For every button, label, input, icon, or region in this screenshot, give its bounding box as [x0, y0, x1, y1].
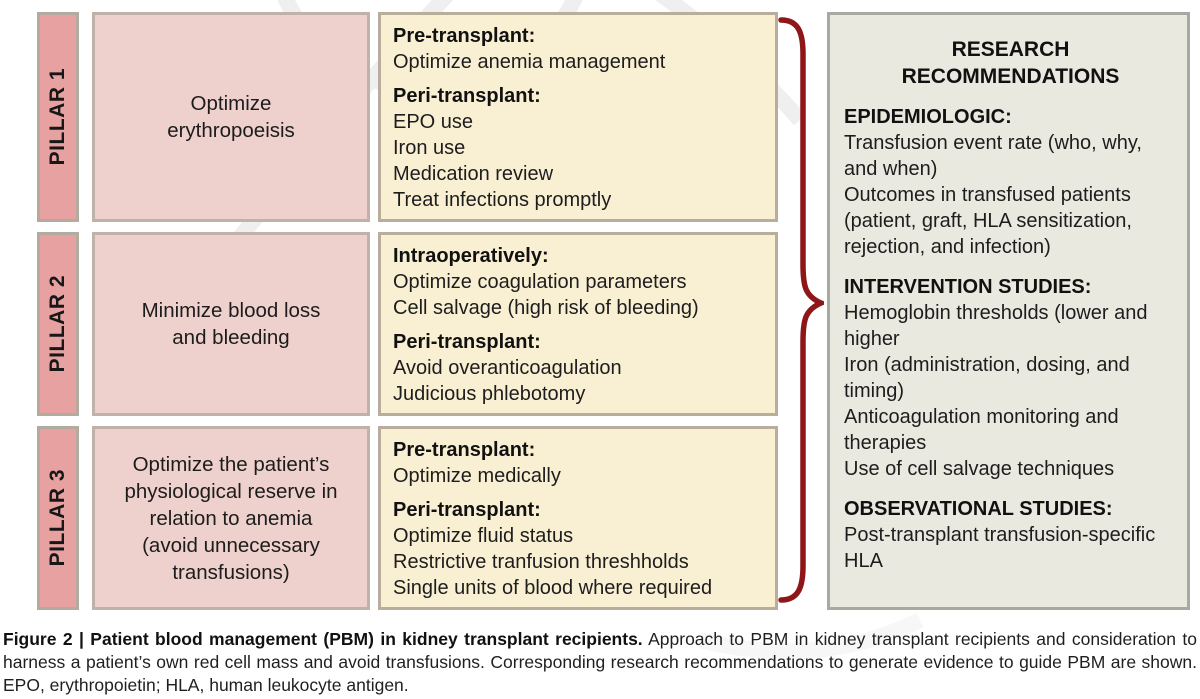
research-section-heading: OBSERVATIONAL STUDIES:	[844, 498, 1113, 520]
detail-group: Pre-transplant: Optimize medically	[393, 437, 763, 489]
detail-heading: Peri-transplant:	[393, 85, 541, 107]
detail-item: Optimize medically	[393, 465, 561, 487]
research-section-heading: INTERVENTION STUDIES:	[844, 276, 1092, 298]
research-section-heading: EPIDEMIOLOGIC:	[844, 106, 1012, 128]
research-item: Hemoglobin thresholds (lower and higher	[844, 302, 1148, 350]
research-section-observational: OBSERVATIONAL STUDIES: Post-transplant t…	[844, 496, 1177, 574]
curly-brace-icon	[778, 17, 824, 603]
figure-caption-text: Approach to PBM in kidney transplant rec…	[3, 629, 1197, 695]
detail-item: EPO use	[393, 111, 474, 133]
research-item: Outcomes in transfused patients (patient…	[844, 184, 1132, 258]
research-section-epidemiologic: EPIDEMIOLOGIC: Transfusion event rate (w…	[844, 104, 1177, 260]
detail-item: Cell salvage (high risk of bleeding)	[393, 297, 699, 319]
pillar-1-description: Optimize erythropoeisis	[167, 92, 295, 142]
pillar-2-label: PILLAR 2	[37, 232, 79, 416]
detail-item: Iron use	[393, 137, 466, 159]
pillar-1-label-text: PILLAR 1	[46, 68, 69, 166]
research-title: RESEARCH RECOMMENDATIONS	[901, 38, 1120, 88]
detail-group: Peri-transplant: EPO use Iron use Medica…	[393, 83, 763, 213]
pillar-2-detail-box: Intraoperatively: Optimize coagulation p…	[378, 232, 778, 416]
detail-item: Single units of blood where required	[393, 577, 713, 599]
pillar-2-label-text: PILLAR 2	[46, 275, 69, 373]
detail-item: Optimize fluid status	[393, 525, 574, 547]
pillar-2-description-box: Minimize blood loss and bleeding	[92, 232, 370, 416]
detail-heading: Pre-transplant:	[393, 439, 536, 461]
research-item: Post-transplant transfusion-specific HLA	[844, 524, 1156, 572]
pillar-3-description: Optimize the patient’s physiological res…	[124, 452, 338, 584]
research-item: Use of cell salvage techniques	[844, 458, 1115, 480]
detail-heading: Peri-transplant:	[393, 499, 541, 521]
detail-heading: Intraoperatively:	[393, 245, 549, 267]
detail-item: Optimize coagulation parameters	[393, 271, 687, 293]
research-item: Iron (administration, dosing, and timing…	[844, 354, 1130, 402]
figure-caption-title: Figure 2 | Patient blood management (PBM…	[3, 629, 643, 649]
detail-item: Restrictive tranfusion threshholds	[393, 551, 689, 573]
research-item: Anticoagulation monitoring and therapies	[844, 406, 1119, 454]
pillar-3-detail-box: Pre-transplant: Optimize medically Peri-…	[378, 426, 778, 610]
detail-group: Peri-transplant: Avoid overanticoagulati…	[393, 329, 763, 407]
pillar-3-description-box: Optimize the patient’s physiological res…	[92, 426, 370, 610]
detail-group: Peri-transplant: Optimize fluid status R…	[393, 497, 763, 601]
detail-group: Intraoperatively: Optimize coagulation p…	[393, 243, 763, 321]
figure-caption: Figure 2 | Patient blood management (PBM…	[3, 628, 1197, 697]
pillar-1-detail-box: Pre-transplant: Optimize anemia manageme…	[378, 12, 778, 222]
pillar-2-description: Minimize blood loss and bleeding	[141, 299, 321, 349]
detail-item: Treat infections promptly	[393, 189, 612, 211]
detail-heading: Peri-transplant:	[393, 331, 541, 353]
research-section-intervention: INTERVENTION STUDIES: Hemoglobin thresho…	[844, 274, 1177, 482]
detail-item: Judicious phlebotomy	[393, 383, 586, 405]
detail-item: Avoid overanticoagulation	[393, 357, 622, 379]
detail-heading: Pre-transplant:	[393, 25, 536, 47]
detail-group: Pre-transplant: Optimize anemia manageme…	[393, 23, 763, 75]
detail-item: Medication review	[393, 163, 554, 185]
research-recommendations-box: RESEARCH RECOMMENDATIONS EPIDEMIOLOGIC: …	[827, 12, 1190, 610]
pillar-3-label: PILLAR 3	[37, 426, 79, 610]
detail-item: Optimize anemia management	[393, 51, 666, 73]
pillar-1-label: PILLAR 1	[37, 12, 79, 222]
pillar-3-label-text: PILLAR 3	[46, 469, 69, 567]
pillar-1-description-box: Optimize erythropoeisis	[92, 12, 370, 222]
research-item: Transfusion event rate (who, why, and wh…	[844, 132, 1142, 180]
